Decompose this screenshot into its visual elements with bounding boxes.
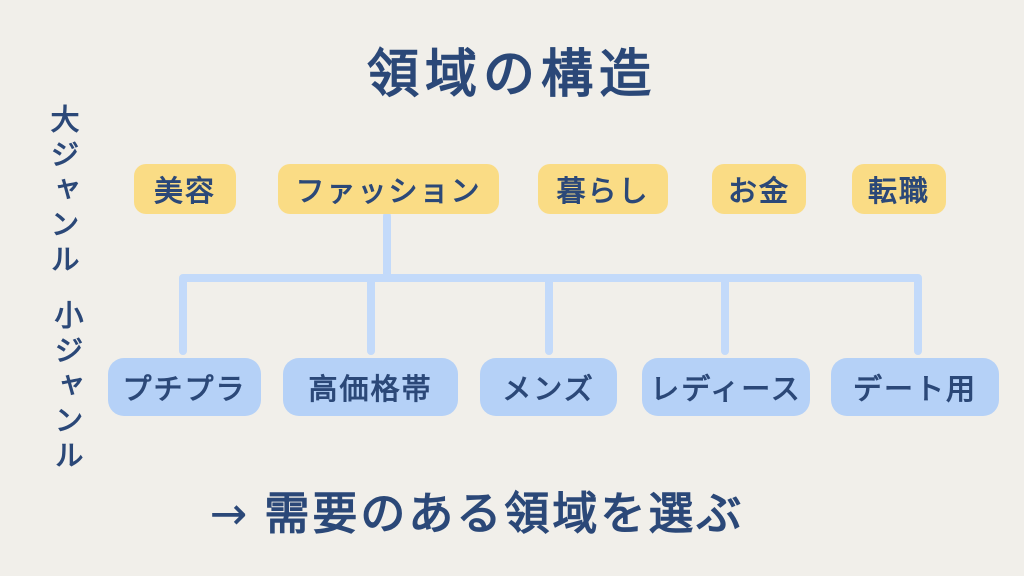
minor-genre-box: デート用 <box>831 358 999 416</box>
major-genre-box: 暮らし <box>538 164 668 214</box>
footer-note: →需要のある領域を選ぶ <box>0 477 954 542</box>
footer-text: 需要のある領域を選ぶ <box>264 487 745 540</box>
major-genre-box: 転職 <box>852 164 946 214</box>
connector-bracket <box>179 274 922 355</box>
minor-genre-box: レディース <box>642 358 810 416</box>
major-genre-box: ファッション <box>278 164 499 214</box>
minor-genre-box: 高価格帯 <box>283 358 458 416</box>
arrow-icon: → <box>209 487 251 540</box>
page-title: 領域の構造 <box>366 45 657 105</box>
major-genre-box: お金 <box>712 164 806 214</box>
minor-genre-box: メンズ <box>480 358 617 416</box>
side-label-minor-genre: 小ジャンル <box>50 300 84 475</box>
major-genre-box: 美容 <box>134 164 236 214</box>
minor-genre-box: プチプラ <box>108 358 261 416</box>
side-label-major-genre: 大ジャンル <box>46 104 80 279</box>
